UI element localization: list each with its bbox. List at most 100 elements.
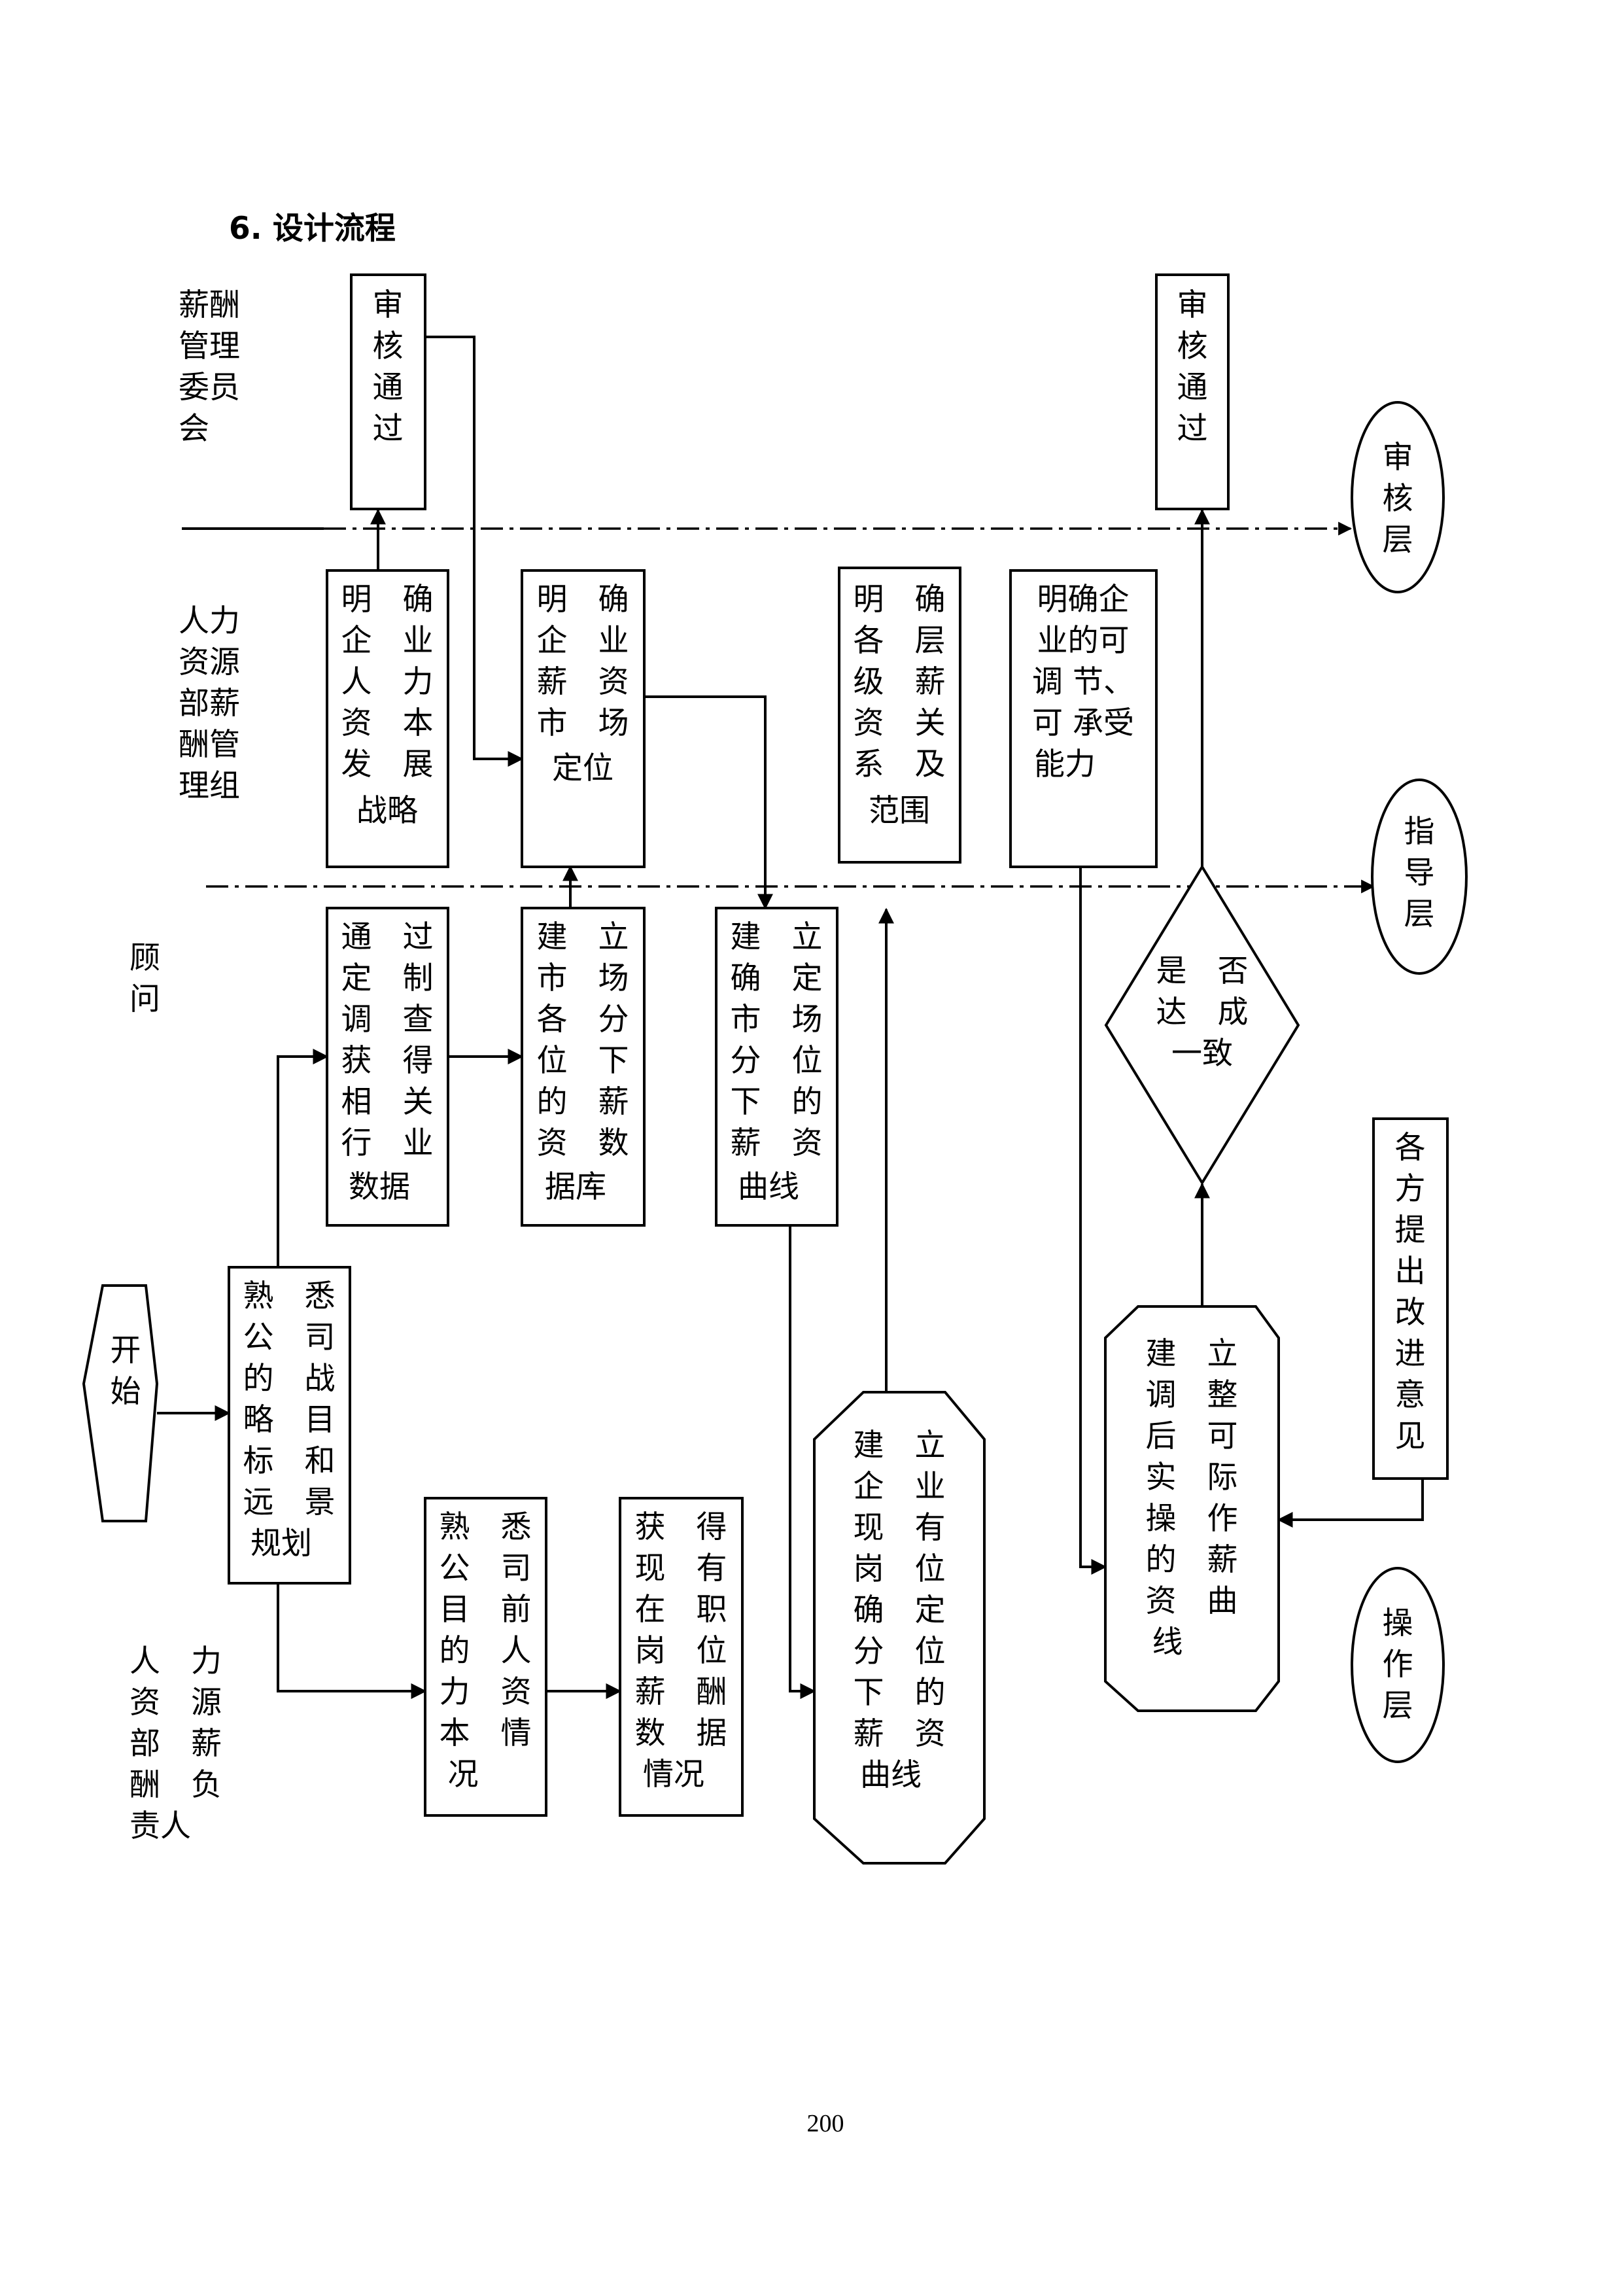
box-text: 系 及 [854, 746, 946, 782]
box-text: 相 关 [341, 1084, 434, 1120]
box-market-curve: 建 立 确 定 市 场 分 位 下 的 薪 资 曲线 [715, 907, 838, 1227]
octagon-text: 曲线 [860, 1757, 922, 1793]
box-text: 见 [1395, 1418, 1426, 1454]
octagon-text: 岗 位 [854, 1551, 946, 1587]
box-text: 核 [373, 328, 404, 364]
lane-label-committee-line: 薪酬 [179, 287, 240, 323]
box-text: 力 资 [440, 1674, 532, 1710]
box-text: 分 位 [731, 1043, 823, 1079]
box-text: 数 据 [635, 1715, 727, 1751]
box-text: 明确企 [1037, 582, 1130, 618]
box-text: 能力 [1034, 746, 1096, 782]
octagon-text: 分 位 [854, 1634, 946, 1670]
box-text: 资 关 [854, 705, 946, 741]
lane-label-committee: 薪酬 管理 委员 会 [179, 287, 240, 447]
layer-tag-operate-char: 层 [1383, 1688, 1413, 1724]
connector-strategy-to-hr-status [277, 1583, 427, 1699]
decision-text: 达 成 [1156, 994, 1249, 1030]
box-text: 过 [1177, 411, 1208, 447]
box-text: 审 [373, 287, 404, 323]
box-text: 意 [1395, 1377, 1426, 1413]
box-text: 定位 [552, 750, 613, 786]
box-market-database: 建 立 市 场 各 分 位 下 的 薪 资 数 据库 [521, 907, 646, 1227]
box-text: 企 业 [341, 623, 434, 659]
box-text: 薪 资 [537, 664, 629, 700]
box-text: 企 业 [537, 623, 629, 659]
connector-feedback-to-adjusted [1277, 1479, 1424, 1528]
box-text: 熟 悉 [440, 1509, 532, 1545]
layer-tag-operate-char: 操 [1383, 1605, 1413, 1641]
lane-label-committee-line: 委员 [179, 370, 240, 406]
box-text: 定 制 [341, 960, 434, 996]
box-salary-levels: 明 确 各 层 级 薪 资 关 系 及 范围 [838, 567, 961, 864]
box-text: 各 层 [854, 623, 946, 659]
layer-tag-guide-char: 指 [1404, 814, 1435, 850]
box-text: 明 确 [537, 582, 629, 618]
box-text: 明 确 [854, 582, 946, 618]
box-feedback: 各 方 提 出 改 进 意 见 [1372, 1117, 1449, 1480]
box-text: 调 查 [341, 1002, 434, 1038]
layer-tag-operate: 操 作 层 [1351, 1567, 1445, 1763]
connector-strategy-to-survey [277, 1049, 329, 1266]
box-text: 级 薪 [854, 664, 946, 700]
section-heading: 6. 设计流程 [229, 211, 396, 247]
lane-label-consultant-line: 顾 [130, 940, 160, 976]
lane-label-hr-owner-line: 资 源 [130, 1685, 222, 1721]
box-text: 明 确 [341, 582, 434, 618]
box-text: 岗 位 [635, 1633, 727, 1669]
box-text: 况 [448, 1757, 479, 1793]
box-text: 目 前 [440, 1592, 532, 1628]
box-text: 市 场 [731, 1002, 823, 1038]
box-text: 市 场 [537, 960, 629, 996]
box-text: 情况 [643, 1757, 704, 1793]
octagon-text: 的 薪 [1146, 1542, 1238, 1578]
box-salary-positioning: 明 确 企 业 薪 资 市 场 定位 [521, 569, 646, 868]
box-text: 通 [373, 370, 404, 406]
box-know-strategy: 熟 悉 公 司 的 战 略 目 标 和 远 景 规划 [228, 1266, 351, 1585]
connector-market-curve-to-company-curve [789, 1227, 816, 1699]
box-text: 公 司 [440, 1550, 532, 1586]
box-text: 改 [1395, 1295, 1426, 1331]
octagon-text: 下 的 [854, 1675, 946, 1711]
start-text: 始 [111, 1374, 141, 1410]
octagon-adjusted-curve: 建 立 调 整 后 可 实 际 操 作 的 薪 资 曲 线 [1104, 1305, 1280, 1712]
lane-label-hr-owner-line: 责人 [130, 1808, 191, 1844]
connector-positioning-to-curve [644, 695, 773, 910]
box-text: 的 薪 [537, 1084, 629, 1120]
box-approve-2: 审 核 通 过 [1155, 273, 1230, 510]
octagon-text: 后 可 [1146, 1418, 1238, 1454]
layer-tag-guide-char: 导 [1404, 855, 1435, 891]
box-text: 本 情 [440, 1715, 532, 1751]
lane-label-hr-owner-line: 部 薪 [130, 1726, 222, 1762]
octagon-text: 线 [1152, 1624, 1183, 1660]
start-text: 开 [111, 1333, 141, 1369]
box-text: 通 [1177, 370, 1208, 406]
box-text: 核 [1177, 328, 1208, 364]
layer-tag-guide: 指 导 层 [1371, 779, 1468, 975]
lane-label-hr-group-line: 酬管 [179, 727, 240, 763]
box-text: 行 业 [341, 1125, 434, 1161]
lane-label-committee-line: 管理 [179, 328, 240, 364]
box-text: 的 战 [243, 1361, 336, 1397]
box-text: 远 景 [243, 1484, 336, 1520]
box-text: 薪 资 [731, 1125, 823, 1161]
octagon-text: 薪 资 [854, 1716, 946, 1752]
box-text: 过 [373, 411, 404, 447]
box-text: 发 展 [341, 746, 434, 782]
lane-label-hr-group: 人力 资源 部薪 酬管 理组 [179, 603, 240, 804]
lane-label-hr-owner-line: 酬 负 [130, 1767, 222, 1803]
lane-label-committee-line: 会 [179, 411, 209, 447]
lane-label-consultant: 顾 问 [130, 940, 160, 1017]
box-text: 据库 [545, 1169, 606, 1205]
lane-label-hr-group-line: 理组 [179, 768, 240, 804]
lane-label-hr-group-line: 人力 [179, 603, 240, 639]
box-text: 进 [1395, 1336, 1426, 1372]
box-text: 标 和 [243, 1443, 336, 1479]
box-text: 建 立 [537, 919, 629, 955]
octagon-text: 调 整 [1146, 1377, 1238, 1413]
decision-text: 一致 [1171, 1036, 1233, 1072]
box-text: 业的可 [1037, 623, 1130, 659]
octagon-text: 资 曲 [1146, 1583, 1238, 1619]
octagon-text: 实 际 [1146, 1460, 1238, 1496]
box-know-hr-status: 熟 悉 公 司 目 前 的 人 力 资 本 情 况 [424, 1497, 547, 1817]
